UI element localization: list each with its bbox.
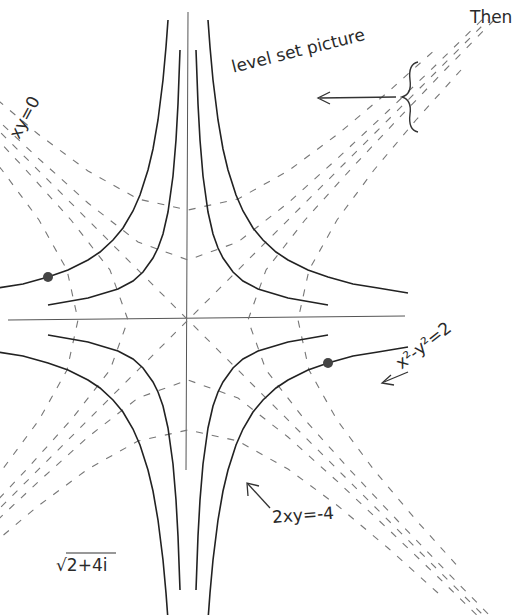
leader-arrow <box>382 372 408 385</box>
handwritten-label: x²-y²=2 <box>392 318 454 373</box>
handwritten-label: 2xy=-4 <box>271 504 334 527</box>
point-dot <box>323 358 333 368</box>
brace <box>402 62 418 132</box>
leader-arrow <box>318 92 396 104</box>
solid-level-curves <box>0 20 408 615</box>
radical-bar <box>66 552 116 553</box>
handwritten-label: level set picture <box>230 25 367 76</box>
handwritten-label: Then <box>470 8 512 27</box>
axes <box>8 12 405 470</box>
leader-arrow <box>247 483 270 508</box>
dashed-level-curves <box>0 14 494 615</box>
handwritten-label: √2+4i <box>56 556 107 575</box>
point-dot <box>43 272 53 282</box>
